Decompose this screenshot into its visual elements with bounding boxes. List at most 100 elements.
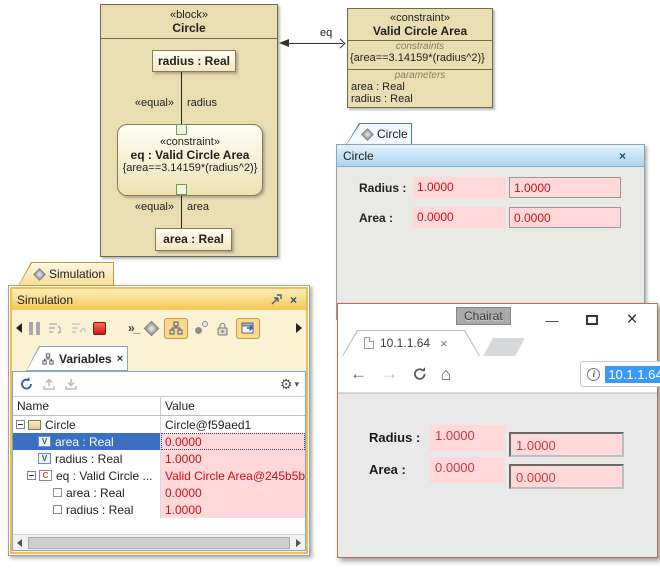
taskbar-tooltip: Chairat	[456, 307, 511, 325]
part-area[interactable]: area : Real	[155, 228, 232, 251]
browser-tab-title: 10.1.1.64	[380, 336, 431, 350]
part-radius[interactable]: radius : Real	[152, 50, 236, 72]
row-name: area : Real	[55, 434, 114, 449]
minimize-icon: —	[545, 312, 559, 328]
export-down-icon[interactable]	[64, 378, 78, 391]
toolbar-overflow-right-icon[interactable]	[296, 323, 302, 333]
maximize-button[interactable]	[579, 310, 605, 330]
maximize-icon	[586, 315, 598, 325]
url-text[interactable]: 10.1.1.64:8080	[605, 365, 660, 383]
toolbar-overflow-left-icon[interactable]	[16, 323, 22, 333]
row-name: area : Real	[66, 485, 125, 500]
table-row-eq-area[interactable]: area : Real 0.0000	[13, 484, 305, 501]
expander-icon[interactable]	[16, 420, 25, 429]
export-up-icon[interactable]	[42, 377, 56, 391]
web-radius-label: Radius :	[369, 430, 421, 445]
radius-end-label: radius	[187, 97, 217, 109]
table-row-circle[interactable]: Circle Circle@f59aed1	[13, 416, 305, 433]
home-icon[interactable]: ⌂	[440, 363, 452, 384]
pause-button[interactable]	[29, 321, 40, 335]
row-name: eq : Valid Circle ...	[56, 468, 153, 483]
binding-connector-radius	[181, 72, 182, 124]
scroll-right-icon[interactable]	[296, 538, 301, 547]
value-property-icon: V	[38, 436, 51, 447]
column-header-value[interactable]: Value	[165, 399, 195, 413]
simulation-config-icon[interactable]	[144, 320, 160, 336]
tab-variables[interactable]: Variables ×	[26, 346, 128, 371]
back-icon[interactable]: ←	[350, 364, 367, 383]
simulation-config-icon	[33, 267, 46, 281]
close-window-button[interactable]: ×	[619, 309, 645, 330]
table-row-eq-radius[interactable]: radius : Real 1.0000	[13, 501, 305, 518]
web-area-input[interactable]: 0.0000	[509, 464, 624, 489]
refresh-icon[interactable]	[19, 377, 34, 391]
browser-window: — × Chairat 10.1.1.64 × ← → ⌂ i 10.1.1	[337, 303, 660, 558]
horizontal-scrollbar[interactable]	[13, 534, 305, 550]
scroll-left-icon[interactable]	[17, 538, 22, 547]
row-name: Circle	[45, 417, 76, 432]
compartment-separator	[348, 69, 492, 70]
options-menu-button[interactable]: ⚙ ▾	[280, 376, 299, 393]
constraint-property-stereotype: «constraint»	[160, 136, 220, 148]
circle-panel-area-input[interactable]: 0.0000	[509, 207, 621, 228]
web-area-label: Area :	[369, 462, 406, 477]
row-value[interactable]: Valid Circle Area@245b5bc	[161, 467, 305, 484]
scrollbar-thumb[interactable]	[28, 536, 290, 549]
lock-icon[interactable]	[216, 321, 229, 336]
binding-connector-area	[181, 196, 182, 228]
row-name: radius : Real	[66, 502, 134, 517]
row-value[interactable]: 0.0000	[161, 484, 305, 501]
new-tab-button[interactable]	[483, 338, 525, 356]
variables-tab-row: Variables ×	[12, 346, 306, 371]
parameter-area: area : Real	[351, 81, 405, 93]
close-icon[interactable]: ×	[289, 292, 297, 307]
tab-simulation[interactable]: Simulation	[18, 262, 114, 286]
float-window-icon[interactable]	[270, 293, 282, 306]
block-name: Circle	[172, 21, 206, 35]
constraint-block-valid-circle-area[interactable]: «constraint» Valid Circle Area constrain…	[347, 8, 493, 108]
breakpoints-icon[interactable]	[195, 321, 209, 335]
console-icon[interactable]: »_	[128, 321, 140, 335]
equal-stereotype-bottom: «equal»	[134, 201, 174, 213]
parameter-port-radius[interactable]	[176, 124, 187, 135]
hierarchy-icon	[169, 321, 183, 335]
circle-panel-radius-display: 1.0000	[413, 177, 506, 198]
close-icon[interactable]: ×	[618, 148, 626, 163]
connector-filled-arrow	[279, 39, 289, 47]
row-name: radius : Real	[55, 451, 123, 466]
step-over-button[interactable]	[70, 321, 86, 336]
tab-circle[interactable]: Circle	[346, 123, 412, 145]
close-tab-icon[interactable]: ×	[440, 335, 448, 351]
row-value: Circle@f59aed1	[165, 417, 252, 432]
circle-panel-radius-input[interactable]: 1.0000	[509, 177, 621, 198]
reload-icon[interactable]	[412, 366, 427, 382]
minimize-button[interactable]: —	[539, 310, 565, 330]
step-into-button[interactable]	[47, 321, 63, 336]
web-radius-input[interactable]: 1.0000	[509, 432, 624, 457]
compartment-separator	[348, 40, 492, 41]
expander-icon[interactable]	[27, 471, 36, 480]
variables-view-toggle[interactable]	[164, 317, 189, 339]
info-icon[interactable]: i	[587, 367, 601, 381]
table-row-eq[interactable]: C eq : Valid Circle ... Valid Circle Are…	[13, 467, 305, 484]
row-value[interactable]: 0.0000	[161, 433, 305, 450]
variables-toolbar: ⚙ ▾	[13, 372, 305, 397]
browser-tab[interactable]: 10.1.1.64 ×	[342, 330, 480, 356]
row-value[interactable]: 1.0000	[161, 501, 305, 518]
address-bar[interactable]: i 10.1.1.64:8080 ☆	[580, 361, 660, 387]
close-icon[interactable]: ×	[116, 352, 124, 365]
simulation-panel-titlebar[interactable]: Simulation ×	[12, 289, 306, 310]
block-circle-header: «block» Circle	[101, 5, 277, 39]
constraints-compartment-label: constraints	[395, 41, 445, 52]
constraint-expression: {area==3.14159*(radius^2)}	[350, 52, 485, 64]
table-row-radius[interactable]: V radius : Real 1.0000	[13, 450, 305, 467]
stop-button[interactable]	[93, 321, 106, 335]
circle-panel-titlebar[interactable]: Circle ×	[337, 145, 644, 167]
auto-open-ui-toggle[interactable]	[236, 317, 261, 339]
table-row-area[interactable]: V area : Real 0.0000	[13, 433, 305, 450]
constraint-property-eq[interactable]: «constraint» eq : Valid Circle Area {are…	[117, 124, 263, 196]
row-value[interactable]: 1.0000	[161, 450, 305, 467]
parameter-port-area[interactable]	[176, 184, 187, 195]
column-header-name[interactable]: Name	[13, 397, 161, 415]
forward-icon[interactable]: →	[381, 364, 398, 383]
